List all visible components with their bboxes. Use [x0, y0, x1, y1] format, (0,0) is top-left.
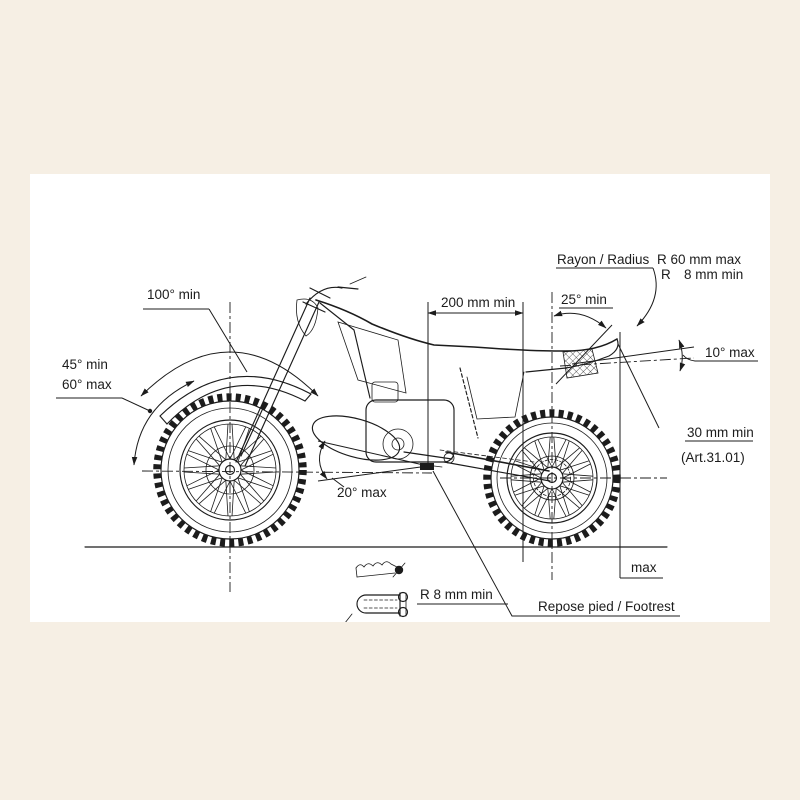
- seat-height-label: 30 mm min: [687, 425, 754, 440]
- body-silhouette: [315, 299, 619, 439]
- side-number-plate: [466, 371, 525, 420]
- angle-45-label: 45° min: [62, 357, 108, 372]
- radius-min-label: 8 mm min: [684, 267, 743, 282]
- handlebar-grip: [337, 286, 359, 290]
- rear-shock: [459, 367, 479, 439]
- angle-10-label: 10° max: [705, 345, 755, 360]
- footrest-label: Repose pied / Footrest: [538, 599, 675, 614]
- dim-200-label: 200 mm min: [441, 295, 515, 310]
- radius-annotation: Rayon / Radius R 60 mm max R 8 mm min: [556, 252, 743, 327]
- footrest-annotation: Repose pied / Footrest R 8 mm min: [417, 470, 680, 617]
- exhaust-chamber: [311, 415, 401, 461]
- cylinder: [371, 381, 399, 403]
- motorcycle-dimension-diagram: 200 mm min 100° min 45° min 60° max 25°: [56, 252, 758, 622]
- handlebar: [305, 286, 343, 305]
- angle-100-label: 100° min: [147, 287, 200, 302]
- seat-pad-hatch: [562, 348, 599, 379]
- footrest-radius-label: R 8 mm min: [420, 587, 493, 602]
- angle-25-label: 25° min: [561, 292, 607, 307]
- footrest-detail-side: [355, 561, 406, 578]
- angle-60-label: 60° max: [62, 377, 112, 392]
- rear-overhang-label: max: [631, 560, 657, 575]
- angle-25-annotation: 25° min: [553, 292, 613, 385]
- radius-min-prefix: R: [661, 267, 671, 282]
- seat-height-annotation: 30 mm min (Art.31.01): [617, 343, 754, 465]
- seat-article-label: (Art.31.01): [681, 450, 745, 465]
- angle-20-annotation: 20° max: [317, 440, 429, 500]
- swingarm: [439, 449, 551, 482]
- front-fork: [235, 276, 367, 467]
- front-number-plate: [296, 298, 319, 337]
- front-wheel: [153, 393, 307, 547]
- angle-45-60-annotation: 45° min 60° max: [56, 357, 195, 466]
- radiator-shroud: [337, 321, 407, 394]
- angle-20-label: 20° max: [337, 485, 387, 500]
- footrest-detail-top: [345, 591, 409, 622]
- radius-title-label: Rayon / Radius: [557, 252, 650, 267]
- rear-wheel-spokes: [510, 436, 594, 520]
- radius-max-label: R 60 mm max: [657, 252, 741, 267]
- drive-chain: [439, 449, 535, 463]
- brake-lever: [349, 276, 367, 285]
- front-fender: [159, 375, 312, 425]
- angle-100-annotation: 100° min: [140, 287, 319, 397]
- dimension-200mm: 200 mm min: [427, 295, 524, 562]
- rear-overhang-annotation: max: [619, 332, 663, 579]
- rear-wheel: [483, 409, 621, 547]
- figure-panel: 200 mm min 100° min 45° min 60° max 25°: [30, 174, 770, 622]
